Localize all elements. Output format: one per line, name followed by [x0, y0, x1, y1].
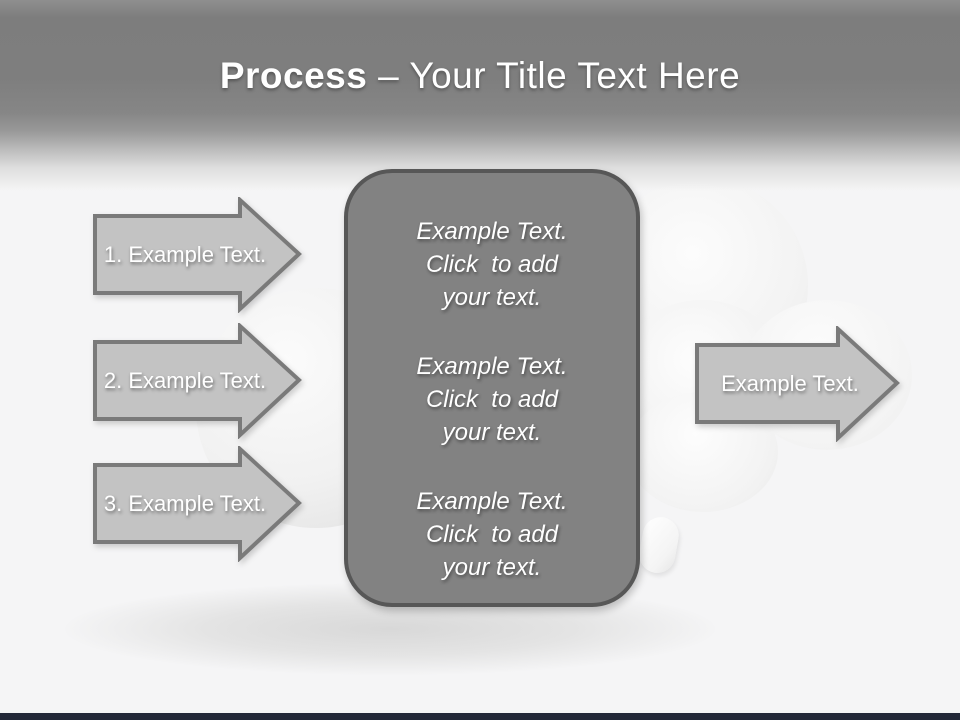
process-arrow-1[interactable]: 1. Example Text. — [93, 197, 305, 313]
arrow-right-shape — [695, 326, 900, 442]
text-placeholder-3[interactable]: Example Text. Click to add your text. — [416, 488, 568, 581]
header-banner: Process – Your Title Text Here — [0, 0, 960, 195]
process-arrow-1-label[interactable]: 1. Example Text. — [103, 241, 267, 267]
process-arrow-2[interactable]: 2. Example Text. — [93, 323, 305, 439]
process-arrow-2-label[interactable]: 2. Example Text. — [103, 367, 267, 393]
text-placeholder-1[interactable]: Example Text. Click to add your text. — [416, 218, 568, 311]
center-text-box[interactable]: Example Text. Click to add your text. Ex… — [344, 169, 640, 607]
page-title[interactable]: Process – Your Title Text Here — [0, 50, 960, 102]
background-figure-foot — [636, 514, 682, 576]
process-arrow-3[interactable]: 3. Example Text. — [93, 446, 305, 562]
arrow-right-shape — [93, 323, 302, 439]
footer-accent-bar — [0, 713, 960, 720]
title-rest: – Your Title Text Here — [367, 55, 741, 96]
output-arrow[interactable]: Example Text. — [695, 326, 903, 442]
process-arrow-3-label[interactable]: 3. Example Text. — [103, 490, 267, 516]
output-arrow-label[interactable]: Example Text. — [721, 370, 859, 396]
arrow-right-shape — [93, 446, 302, 562]
title-keyword: Process — [219, 55, 368, 96]
arrow-right-shape — [93, 197, 302, 313]
text-placeholder-2[interactable]: Example Text. Click to add your text. — [416, 353, 568, 446]
